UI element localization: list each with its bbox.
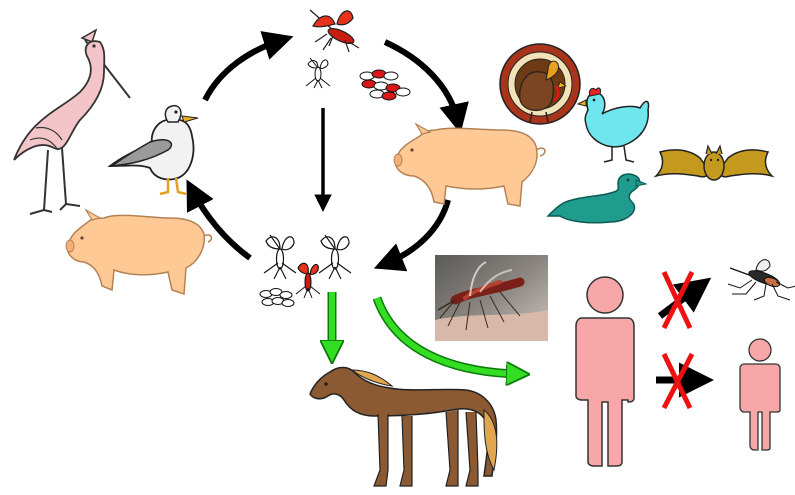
blood-cells-icon: [259, 288, 295, 307]
heron-icon: [13, 28, 131, 215]
arrow-human-to-human-blocked: [656, 352, 714, 410]
mosquito-photo: [435, 255, 548, 341]
arrow-human-to-mosquito-blocked: [657, 270, 712, 330]
pig-icon: [393, 122, 546, 207]
arrow-pig-to-bottom: [373, 199, 451, 272]
chicken-icon: [576, 87, 650, 163]
arrow-mosquitoes-to-pig: [383, 39, 469, 134]
arrow-bottom-to-gull: [186, 179, 252, 261]
pig-icon: [65, 208, 213, 296]
mosquito-icon: [727, 259, 795, 301]
mosquito-icon: [295, 262, 321, 299]
mosquito-icon: [309, 9, 360, 53]
bat-icon: [653, 144, 775, 181]
gull-icon: [107, 104, 199, 196]
turkey-icon: [499, 43, 581, 125]
human-icon: [575, 276, 635, 467]
mosquito-icon: [318, 234, 352, 280]
horse-icon: [309, 366, 498, 487]
duck-icon: [546, 173, 648, 224]
blood-cells-icon: [359, 69, 411, 101]
human-icon: [739, 338, 781, 451]
arrow-gull-to-mosquitoes: [202, 31, 294, 102]
mosquito-icon: [263, 234, 297, 280]
mosquito-icon: [305, 57, 331, 89]
